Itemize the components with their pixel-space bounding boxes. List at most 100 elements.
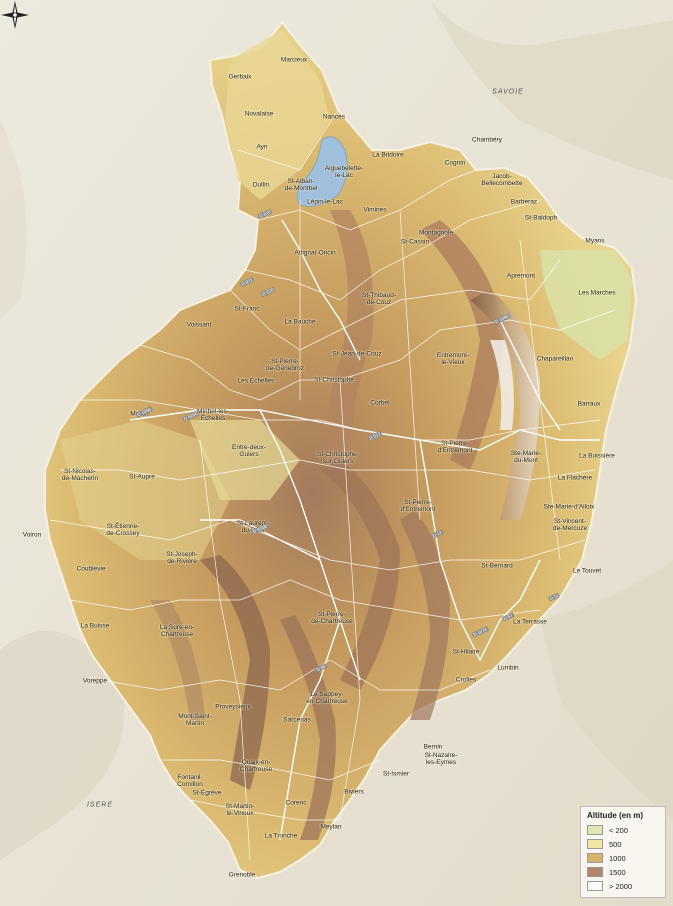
- place-label: St-Franc: [234, 305, 260, 313]
- legend-swatch: [587, 825, 603, 835]
- place-label: La Tronche: [264, 832, 298, 840]
- place-label: Montagnole: [419, 229, 453, 237]
- place-label: Meylan: [320, 823, 342, 831]
- place-label: Entre-deux- Guiers: [232, 444, 266, 458]
- place-label: Les Échelles: [237, 377, 275, 385]
- place-label: Jacob- Bellecombette: [481, 173, 523, 187]
- place-label: Quaix-en- Chartreuse: [239, 759, 273, 773]
- place-label: Nances: [322, 113, 346, 121]
- place-label: Coublevie: [76, 565, 106, 573]
- place-label: Ste-Marie- du-Mont: [510, 450, 542, 464]
- legend-label: > 2000: [609, 881, 633, 891]
- place-label: Le Sappey- en-Chartreuse: [306, 691, 348, 705]
- place-label: Myans: [585, 237, 605, 245]
- main-roads: [129, 219, 600, 841]
- place-label: Barraux: [577, 400, 601, 408]
- place-label: Novalaise: [244, 110, 274, 118]
- place-label: St-Pierre- d'Entremont: [400, 499, 436, 513]
- place-label: Entremont- le-Vieux: [436, 352, 470, 366]
- place-label: St-Thibaud- de-Couz: [362, 292, 396, 306]
- place-label: St-Joseph- de-Rivière: [166, 551, 198, 565]
- place-label: Gerbaix: [228, 73, 252, 81]
- place-label: Lépin-le-Lac: [307, 198, 343, 206]
- place-label: Corbel: [370, 399, 390, 407]
- place-label: Sarcenas: [283, 716, 311, 724]
- place-label: Mont-Saint- Martin: [178, 713, 212, 727]
- place-label: Biviers: [344, 788, 364, 796]
- place-label: Apremont: [506, 272, 536, 280]
- place-label: St-Bernard: [481, 562, 513, 570]
- place-label: Voissant: [186, 321, 212, 329]
- place-label: Proveysieux: [215, 703, 251, 711]
- legend-swatch: [587, 867, 603, 877]
- legend-swatch: [587, 881, 603, 891]
- place-label: St-Christophe: [314, 376, 354, 384]
- legend-row: 1000: [587, 851, 659, 865]
- place-label: St-Ismier: [383, 770, 409, 778]
- place-label: St-Pierre- d'Entremont: [437, 440, 473, 454]
- place-label: Corenc: [285, 799, 307, 807]
- place-label: St-Jean-de-Couz: [332, 350, 382, 358]
- place-label: Bernin: [423, 743, 443, 751]
- place-label: La Bauche: [284, 318, 316, 326]
- legend-label: 1000: [609, 853, 626, 863]
- legend-row: < 200: [587, 823, 659, 837]
- place-label: Aiguebelette- le-Lac: [324, 165, 364, 179]
- place-label: St-Pierre- de-Chartreuse: [311, 611, 353, 625]
- legend-row: 500: [587, 837, 659, 851]
- place-label: Lumbin: [497, 664, 519, 672]
- legend-title: Altitude (en m): [587, 811, 643, 820]
- place-label: La Bridoire: [372, 151, 404, 159]
- place-label: La Sure-en- Chartreuse: [159, 624, 195, 638]
- place-label: Fontanil- Cornillon: [177, 774, 203, 788]
- place-label: La Flachère: [557, 474, 593, 482]
- place-label: Attignat-Oncin: [294, 249, 336, 257]
- place-label: St-Alban- de-Montbel: [284, 178, 318, 192]
- place-label: Dullin: [252, 181, 270, 189]
- place-label: Grenoble: [228, 871, 256, 879]
- place-label: Barberaz: [510, 198, 538, 206]
- place-label: Voreppe: [82, 677, 108, 685]
- place-label: St-Hilaire: [452, 648, 480, 656]
- place-label: Cognin: [444, 159, 466, 167]
- legend-label: 1500: [609, 867, 626, 877]
- place-label: St-Baldoph: [524, 214, 558, 222]
- legend-row: 1500: [587, 865, 659, 879]
- place-label: Crolles: [455, 676, 477, 684]
- place-label: La Buisse: [80, 622, 110, 630]
- place-label: St-Vincent- de-Mercuze: [552, 518, 588, 532]
- place-label: Miribel-les- Échelles: [197, 408, 229, 422]
- place-label: Vimines: [363, 206, 387, 214]
- place-label: Chambéry: [472, 136, 502, 144]
- lake-aiguebelette: [296, 136, 348, 207]
- place-label: Le Touvet: [572, 567, 602, 575]
- place-label: St-Pierre- de-Genebroz: [266, 358, 304, 372]
- legend-swatch: [587, 853, 603, 863]
- compass-rose-icon: [1, 1, 29, 29]
- place-label: St-Nicolas- de-Macherin: [61, 468, 99, 482]
- place-label: La Buissière: [579, 452, 615, 460]
- legend-label: < 200: [609, 825, 628, 835]
- place-label: St-Nazaire- les-Eymes: [424, 752, 458, 766]
- place-label: St-Christophe- sur-Guiers: [317, 451, 359, 465]
- place-label: St-Égrève: [192, 789, 222, 797]
- legend-label: 500: [609, 839, 622, 849]
- region-label-savoie: SAVOIE: [492, 88, 524, 96]
- region-label-isere: ISERE: [86, 801, 114, 809]
- altitude-legend: Altitude (en m) < 200 500 1000 1500 > 2000: [580, 806, 666, 898]
- place-label: Marcieux: [280, 56, 308, 64]
- place-label: St-Étienne- de-Crossey: [106, 523, 140, 537]
- place-label: La Terrasse: [513, 618, 547, 626]
- place-label: St-Martin- le-Vinoux: [225, 803, 255, 817]
- place-label: St-Aupre: [129, 473, 155, 481]
- place-label: Chapareillan: [536, 355, 574, 363]
- place-label: Ayn: [256, 143, 268, 151]
- place-label: Voiron: [22, 531, 42, 539]
- place-label: Les Marches: [578, 289, 616, 297]
- place-label: St-Cassin: [400, 238, 430, 246]
- legend-row: > 2000: [587, 879, 659, 893]
- place-label: Ste-Marie-d'Alloix: [543, 503, 595, 511]
- legend-swatch: [587, 839, 603, 849]
